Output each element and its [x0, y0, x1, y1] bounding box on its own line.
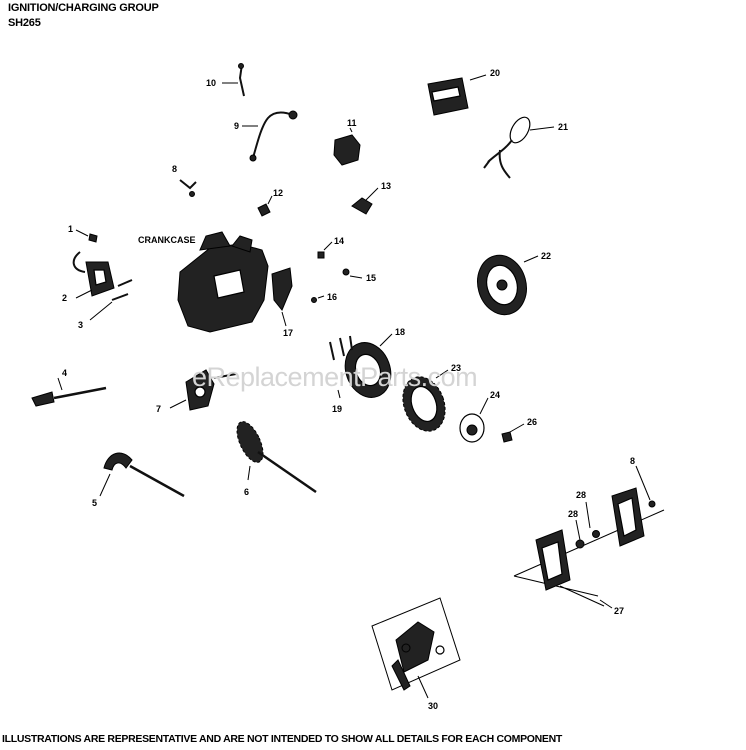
part-7[interactable]	[169, 369, 237, 411]
part-23[interactable]	[396, 369, 453, 437]
part-24[interactable]	[459, 397, 489, 443]
callout-26: 26	[527, 417, 537, 427]
part-22[interactable]	[471, 250, 539, 320]
part-30[interactable]	[371, 597, 461, 699]
part-3[interactable]	[89, 279, 133, 321]
part-26[interactable]	[501, 423, 525, 443]
part-5[interactable]	[99, 452, 185, 498]
part-2[interactable]	[72, 251, 115, 299]
part-14[interactable]	[317, 241, 333, 259]
callout-28-upper: 28	[576, 490, 586, 500]
part-6[interactable]	[232, 418, 317, 494]
part-13[interactable]	[351, 187, 379, 215]
callout-9: 9	[234, 121, 239, 131]
part-15[interactable]	[342, 268, 363, 279]
callout-27: 27	[614, 606, 624, 616]
callout-20: 20	[490, 68, 500, 78]
callout-4: 4	[62, 368, 67, 378]
callout-7: 7	[156, 404, 161, 414]
callout-8-lower: 8	[630, 456, 635, 466]
watermark: eReplacementParts.com	[192, 362, 478, 392]
callout-30: 30	[428, 701, 438, 711]
part-11[interactable]	[333, 127, 361, 166]
callout-12: 12	[273, 188, 283, 198]
callout-8-upper: 8	[172, 164, 177, 174]
part-1[interactable]	[75, 229, 98, 243]
callout-17: 17	[283, 328, 293, 338]
part-12[interactable]	[257, 195, 273, 217]
disclaimer-footer: ILLUSTRATIONS ARE REPRESENTATIVE AND ARE…	[2, 733, 563, 745]
part-17[interactable]	[271, 267, 293, 327]
callout-22: 22	[541, 251, 551, 261]
callout-28-lower: 28	[568, 509, 578, 519]
page-title: IGNITION/CHARGING GROUP	[8, 2, 159, 14]
callout-13: 13	[381, 181, 391, 191]
callout-3: 3	[78, 320, 83, 330]
part-8-upper[interactable]	[179, 179, 197, 197]
callout-2: 2	[62, 293, 67, 303]
callout-18: 18	[395, 327, 405, 337]
callout-6: 6	[244, 487, 249, 497]
crankcase-label: CRANKCASE	[138, 235, 196, 245]
part-27-group[interactable]	[513, 465, 665, 609]
callout-15: 15	[366, 273, 376, 283]
part-18[interactable]	[338, 333, 398, 404]
callout-24: 24	[490, 390, 500, 400]
part-10[interactable]	[222, 63, 245, 97]
part-19[interactable]	[329, 335, 353, 399]
callout-14: 14	[334, 236, 344, 246]
callout-19: 19	[332, 404, 342, 414]
part-16[interactable]	[311, 295, 325, 303]
model-number: SH265	[8, 17, 41, 29]
callout-11: 11	[347, 118, 357, 128]
part-21[interactable]	[483, 114, 555, 179]
callout-10: 10	[206, 78, 216, 88]
callout-23: 23	[451, 363, 461, 373]
part-20[interactable]	[427, 74, 487, 116]
callout-5: 5	[92, 498, 97, 508]
crankcase	[177, 231, 269, 333]
part-9[interactable]	[242, 110, 298, 162]
callout-21: 21	[558, 122, 568, 132]
callout-1: 1	[68, 224, 73, 234]
callout-16: 16	[327, 292, 337, 302]
part-4[interactable]	[31, 377, 107, 407]
